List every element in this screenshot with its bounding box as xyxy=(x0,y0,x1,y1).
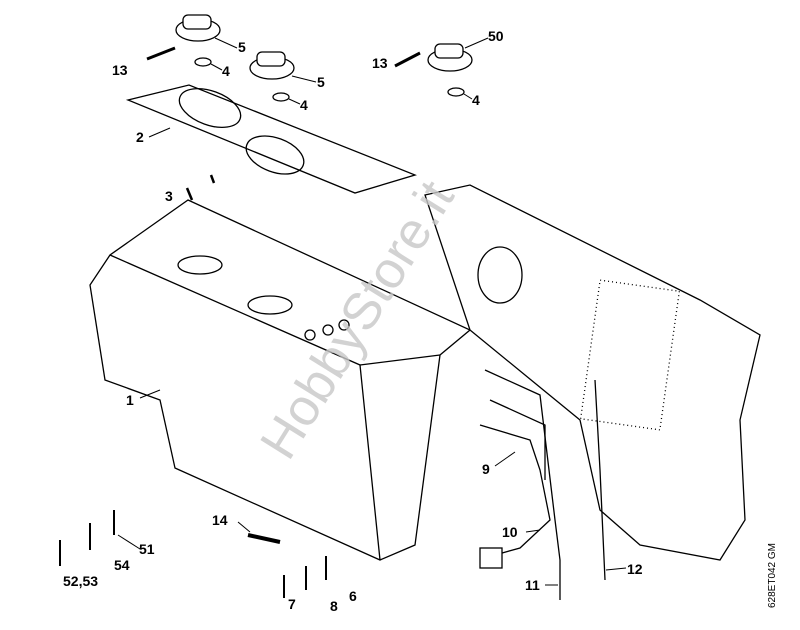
cable-10 xyxy=(479,424,551,556)
o-ring-4a xyxy=(194,57,212,67)
label-5b: 5 xyxy=(317,74,325,90)
label-7: 7 xyxy=(288,596,296,612)
label-13b: 13 xyxy=(372,55,388,71)
label-11: 11 xyxy=(525,577,540,593)
label-4a: 4 xyxy=(222,63,230,79)
knob-50 xyxy=(427,43,473,72)
label-50: 50 xyxy=(488,28,504,44)
label-3: 3 xyxy=(165,188,173,204)
label-6: 6 xyxy=(349,588,357,604)
label-14: 14 xyxy=(212,512,228,528)
screw-13b xyxy=(394,51,421,68)
control-panel-sticker xyxy=(125,84,417,194)
label-5a: 5 xyxy=(238,39,246,55)
label-2: 2 xyxy=(136,129,144,145)
label-10: 10 xyxy=(502,524,518,540)
label-9: 9 xyxy=(482,461,490,477)
label-54: 54 xyxy=(114,557,130,573)
switch-connector xyxy=(479,547,503,569)
label-8: 8 xyxy=(330,598,338,614)
fuses xyxy=(59,510,327,598)
o-ring-4b xyxy=(272,92,290,102)
label-4b: 4 xyxy=(300,97,308,113)
screw-13a xyxy=(146,46,176,61)
label-52-53: 52,53 xyxy=(63,573,99,589)
tank-body xyxy=(89,199,472,561)
label-51: 51 xyxy=(139,541,155,557)
drawing-code: 628ET042 GM xyxy=(767,542,779,609)
label-13a: 13 xyxy=(112,62,128,78)
leader-lines xyxy=(117,37,627,586)
knob-5b xyxy=(249,51,295,80)
label-12: 12 xyxy=(627,561,643,577)
rear-housing xyxy=(424,184,761,561)
label-1: 1 xyxy=(126,392,134,408)
o-ring-4c xyxy=(447,87,465,97)
screw-14 xyxy=(247,533,281,544)
cable-12 xyxy=(594,379,606,581)
knob-5a xyxy=(175,14,221,42)
label-4c: 4 xyxy=(472,92,480,108)
screw-3 xyxy=(185,187,194,201)
cable-11 xyxy=(484,369,561,600)
